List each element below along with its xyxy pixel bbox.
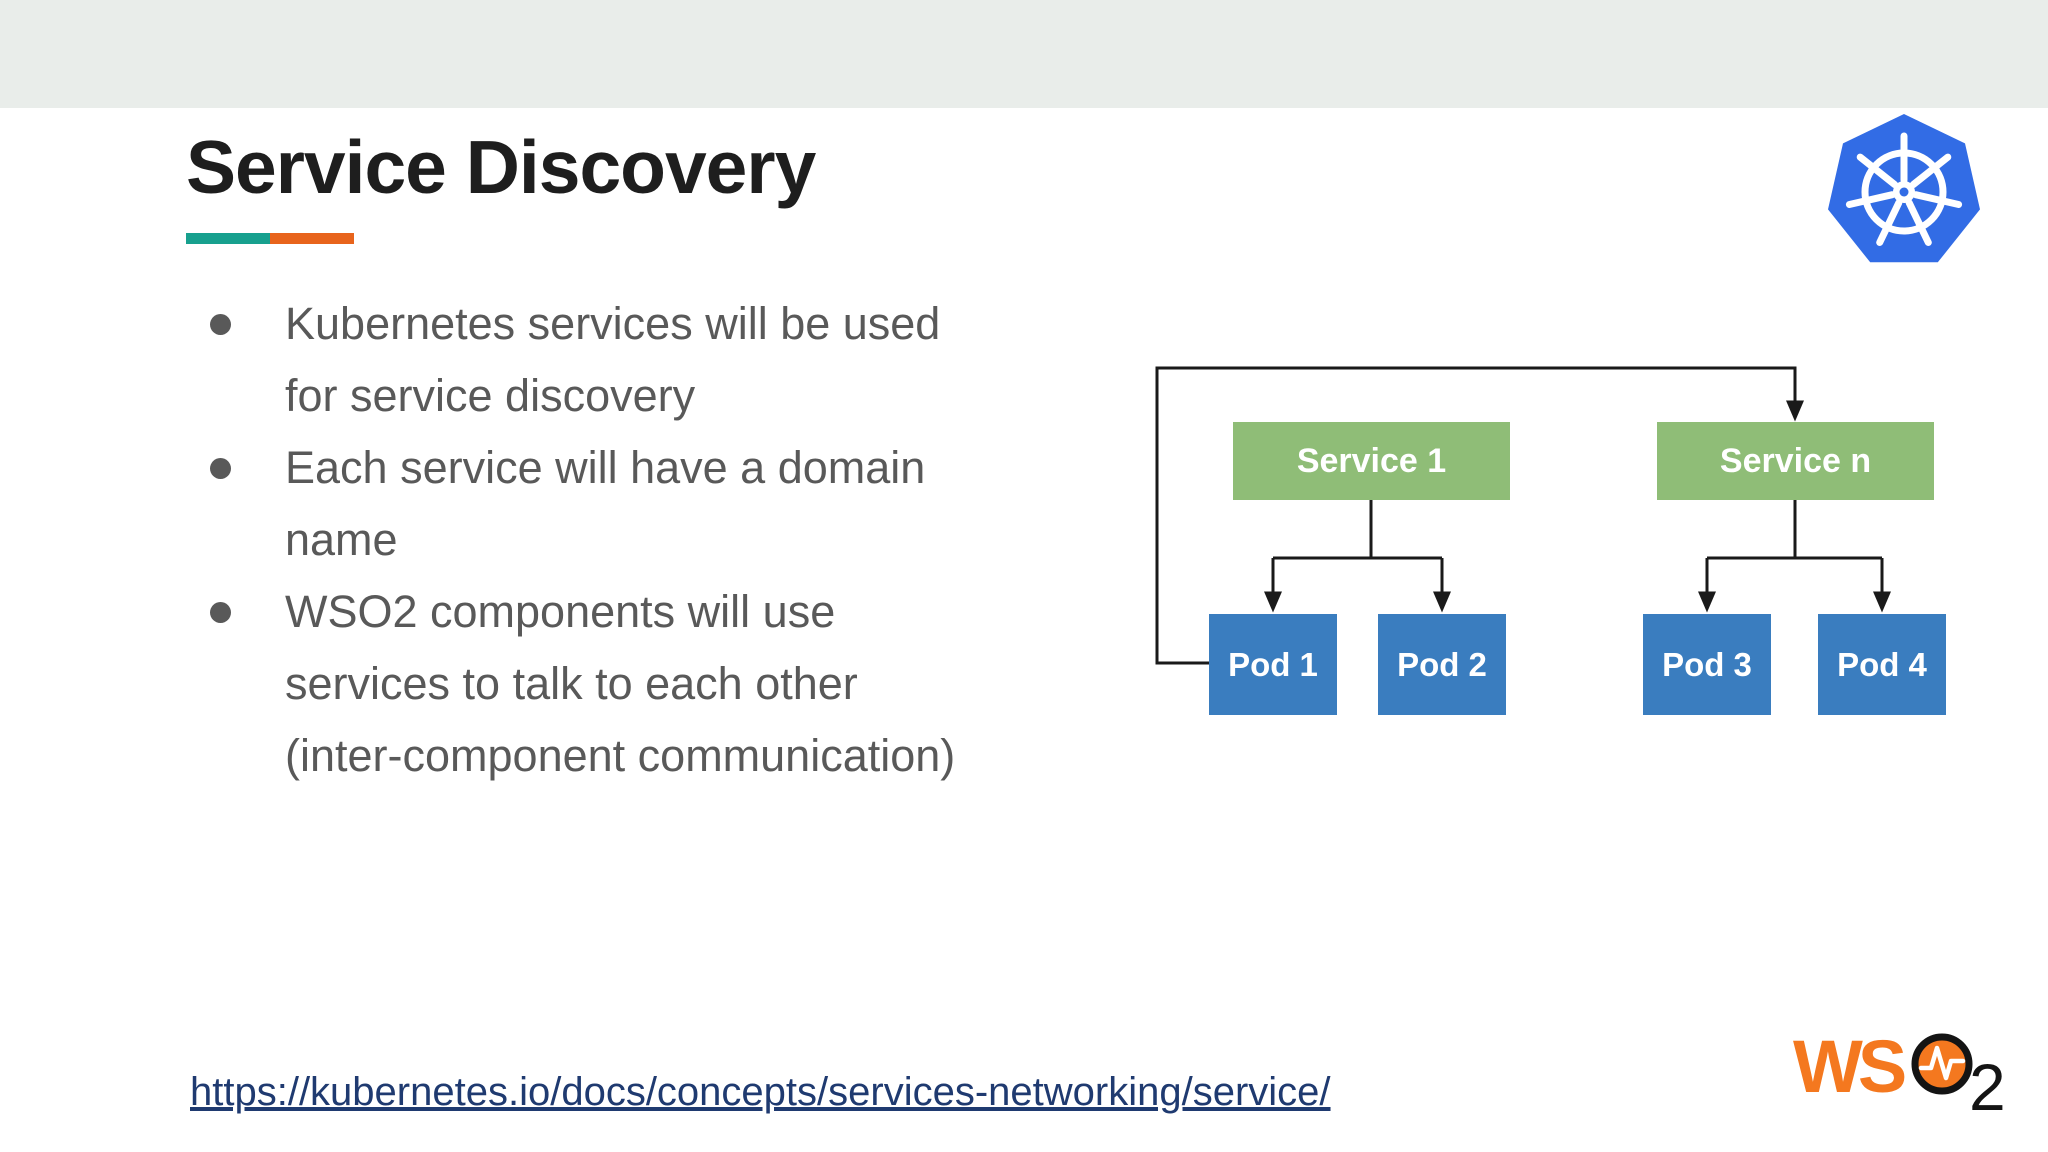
- bullet-text: Kubernetes services will be used for ser…: [285, 298, 941, 421]
- pod-1-label: Pod 1: [1228, 645, 1318, 683]
- wso2-pulse-line: [1918, 1045, 1966, 1081]
- list-item: WSO2 components will use services to tal…: [210, 576, 1140, 792]
- pod-4-label: Pod 4: [1837, 645, 1927, 683]
- top-band: [0, 0, 2048, 108]
- kubernetes-logo-icon: [1828, 114, 1980, 263]
- wso2-two-text: 2: [1969, 1050, 2006, 1124]
- page-title: Service Discovery: [186, 125, 816, 209]
- kubernetes-helm-wheel: [1845, 132, 1963, 246]
- wheel-hub-center: [1899, 187, 1909, 197]
- servicen-stem: [1707, 500, 1882, 560]
- service-1-label: Service 1: [1296, 441, 1447, 480]
- wso2-logo-icon: WS 2: [1793, 1025, 2006, 1124]
- accent-teal-segment: [186, 233, 270, 244]
- wso2-ws-text: WS: [1793, 1025, 1905, 1108]
- list-item: Kubernetes services will be used for ser…: [210, 288, 1140, 432]
- pod-3-box: Pod 3: [1643, 614, 1771, 715]
- pod-4-box: Pod 4: [1818, 614, 1946, 715]
- title-accent-bar: [186, 233, 354, 244]
- list-item: Each service will have a domain name: [210, 432, 1140, 576]
- pod-1-box: Pod 1: [1209, 614, 1337, 715]
- accent-orange-segment: [270, 233, 354, 244]
- pod-2-label: Pod 2: [1397, 645, 1487, 683]
- service-n-box: Service n: [1657, 422, 1934, 500]
- bullet-list: Kubernetes services will be used for ser…: [210, 288, 1140, 792]
- service-1-box: Service 1: [1233, 422, 1510, 500]
- bullet-text: WSO2 components will use services to tal…: [285, 586, 956, 781]
- kubernetes-docs-link[interactable]: https://kubernetes.io/docs/concepts/serv…: [190, 1070, 1331, 1114]
- bullet-dot: [210, 458, 231, 479]
- bullet-dot: [210, 602, 231, 623]
- service1-stem: [1273, 500, 1442, 560]
- pod-3-label: Pod 3: [1662, 645, 1752, 683]
- bullet-text: Each service will have a domain name: [285, 442, 926, 565]
- service-n-label: Service n: [1719, 441, 1872, 480]
- pod-2-box: Pod 2: [1378, 614, 1506, 715]
- bullet-dot: [210, 314, 231, 335]
